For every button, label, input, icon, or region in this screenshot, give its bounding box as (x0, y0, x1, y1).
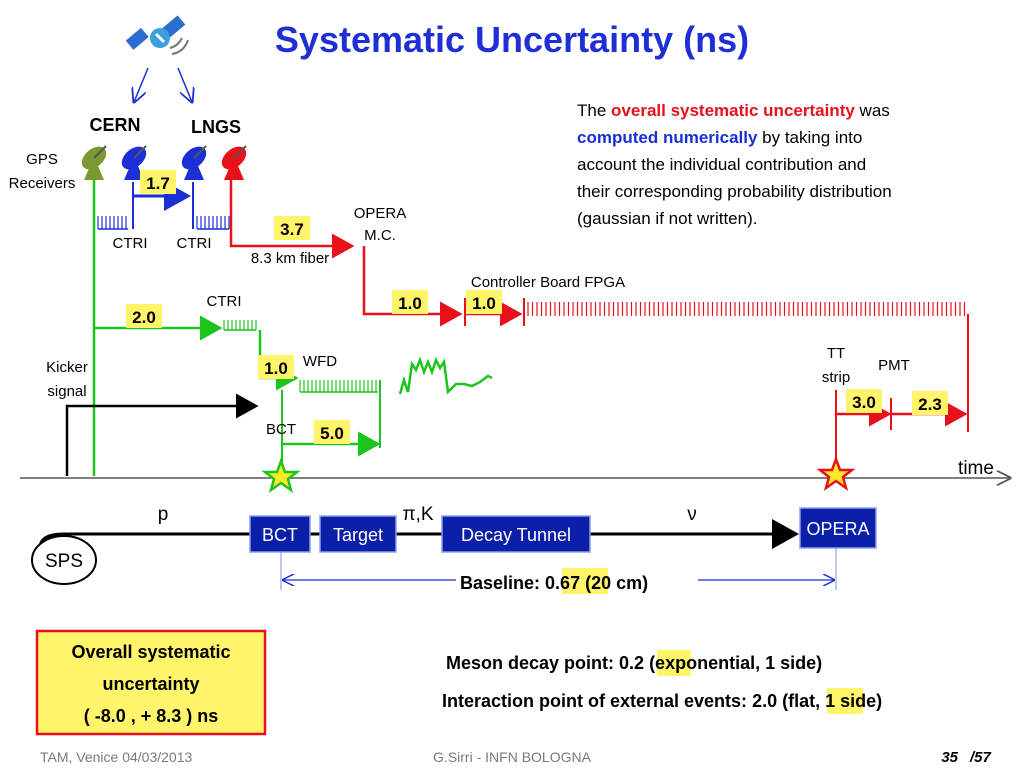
ctri-label-mid: CTRI (207, 293, 242, 310)
time-label: time (958, 458, 994, 479)
wfd-value: 1.0 (264, 359, 288, 378)
particle-nu: ν (687, 504, 697, 525)
svg-text:The overall systematic uncerta: The overall systematic uncertainty was (577, 101, 890, 120)
wfd-comb (299, 380, 378, 393)
particle-pik: π,K (402, 504, 433, 525)
meson-badge (657, 650, 691, 676)
sat-arrow-cern (134, 67, 149, 102)
kicker-arrow (65, 393, 259, 476)
ctri-label-cern: CTRI (113, 235, 148, 252)
ctri-comb-mid (223, 320, 257, 331)
pmt-badge (912, 391, 948, 415)
dish-icon-lngs-blue (181, 145, 207, 180)
description-paragraph: The overall systematic uncertainty was c… (577, 101, 892, 228)
sps-label: SPS (45, 551, 83, 572)
sat-arrow-lngs (177, 67, 192, 102)
footer-left: TAM, Venice 04/03/2013 (40, 749, 192, 765)
fpga-label: Controller Board FPGA (471, 274, 625, 291)
fpga-badge (466, 290, 502, 314)
target-box-label: Target (333, 525, 383, 545)
svg-text:their corresponding probabilit: their corresponding probability distribu… (577, 182, 892, 201)
opera-box-label: OPERA (806, 519, 869, 539)
interaction-badge (827, 688, 863, 714)
wfd-badge (258, 355, 294, 379)
meson-text: Meson decay point: 0.2 (exponential, 1 s… (446, 653, 822, 673)
fiber-label: 8.3 km fiber (251, 250, 329, 267)
lngs-label: LNGS (191, 117, 241, 137)
fiber-arrow (229, 180, 355, 259)
pmt-value: 2.3 (918, 395, 942, 414)
target-box (319, 515, 397, 553)
kicker-label-2: signal (47, 383, 86, 400)
tt-strip-badge (846, 389, 882, 413)
svg-text:computed numerically by taking: computed numerically by taking into (577, 128, 862, 147)
opera-mc-label-2: M.C. (364, 227, 396, 244)
bct-box (249, 515, 311, 553)
ctri-comb-lngs (196, 216, 230, 230)
opera-mc-label-1: OPERA (354, 205, 407, 222)
dish-icon-cern-green (81, 145, 107, 180)
fpga-value: 1.0 (472, 294, 496, 313)
fpga-clock-comb (527, 302, 966, 316)
fiber-badge (274, 216, 310, 240)
summary-line-1: Overall systematic (71, 642, 230, 662)
decay-tunnel-box (441, 515, 591, 553)
wfd-label: WFD (303, 353, 337, 370)
tt-strip-label-2: strip (822, 369, 850, 386)
kicker-label-1: Kicker (46, 359, 88, 376)
summary-line-3: ( -8.0 , + 8.3 ) ns (84, 706, 219, 726)
bct-value: 5.0 (320, 424, 344, 443)
svg-text:account the individual contrib: account the individual contribution and (577, 155, 866, 174)
ctri-cern-value: 2.0 (132, 308, 156, 327)
dish-icon-cern-blue (121, 145, 147, 180)
page-title: Systematic Uncertainty (ns) (275, 19, 749, 60)
gps-label-1: GPS (26, 151, 58, 168)
sps-ring (31, 535, 97, 585)
bct-box-label: BCT (262, 525, 298, 545)
star-opera-icon (816, 455, 856, 492)
satellite-icon (125, 15, 189, 55)
summary-box (35, 629, 267, 736)
tt-strip-label-1: TT (827, 345, 845, 362)
footer-total: /57 (969, 749, 992, 766)
footer-center: G.Sirri - INFN BOLOGNA (433, 749, 592, 765)
footer-page: 35 (941, 749, 958, 766)
bct-label: BCT (266, 421, 296, 438)
dish-icon-lngs-red (221, 145, 247, 180)
gps-label-2: Receivers (9, 175, 76, 192)
cern-label: CERN (89, 115, 140, 135)
baseline-text: Baseline: 0.67 (20 cm) (460, 573, 648, 593)
ctri-label-lngs: CTRI (177, 235, 212, 252)
svg-text:(gaussian if not written).: (gaussian if not written). (577, 209, 757, 228)
tt-strip-value: 3.0 (852, 393, 876, 412)
opera-mc-badge (392, 290, 428, 314)
opera-mc-value: 1.0 (398, 294, 422, 313)
decay-tunnel-label: Decay Tunnel (461, 525, 571, 545)
baseline-badge (562, 568, 608, 594)
particle-p: p (158, 504, 169, 525)
summary-line-2: uncertainty (102, 674, 199, 694)
ctri-comb-cern (97, 216, 128, 230)
pmt-label: PMT (878, 357, 910, 374)
wfd-waveform (398, 356, 493, 395)
gps-link-badge (140, 170, 176, 194)
interaction-text: Interaction point of external events: 2.… (442, 691, 882, 711)
opera-box (799, 507, 877, 549)
fiber-value: 3.7 (280, 220, 304, 239)
ctri-cern-badge (126, 304, 162, 328)
star-bct-icon (261, 457, 301, 494)
bct-badge (314, 420, 350, 444)
gps-link-value: 1.7 (146, 174, 170, 193)
